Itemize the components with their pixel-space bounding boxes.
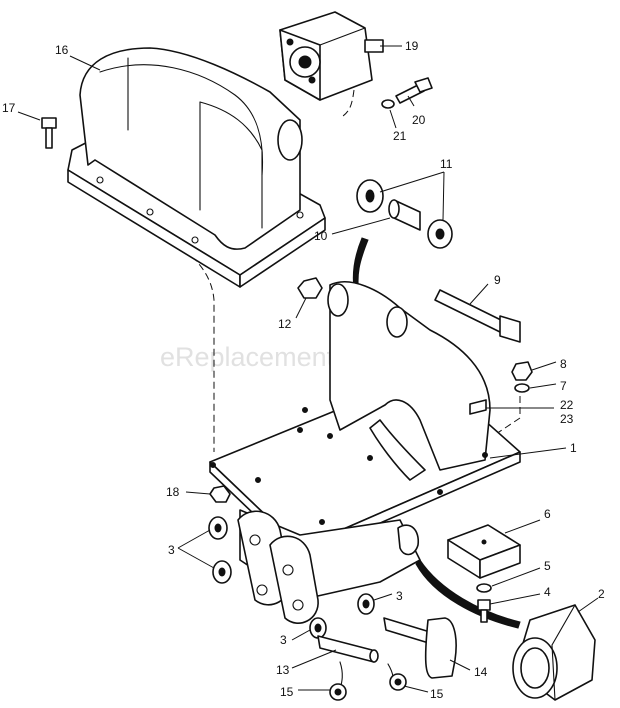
base-plate [209,281,521,624]
callout-12: 12 [278,317,292,331]
washer-5 [476,583,492,593]
callout-7: 7 [560,379,567,393]
motor-bolt [395,77,433,104]
callout-10: 10 [314,229,328,243]
callout-19: 19 [405,39,419,53]
callout-15-right: 15 [430,687,444,701]
rubber-mount [447,524,521,579]
bolt-4 [477,599,491,623]
bushing-right [357,593,375,615]
callout-17: 17 [2,101,16,115]
clip-15-right [387,663,407,691]
callout-11: 11 [440,157,453,171]
callout-21: 21 [393,129,407,143]
nut-12 [297,277,323,299]
callout-18: 18 [166,485,180,499]
clip-15-left [329,661,347,701]
callout-6: 6 [544,507,551,521]
pin-13 [317,635,379,663]
callout-3-left: 3 [168,543,175,557]
callout-5: 5 [544,559,551,573]
isolator-mount [512,604,596,701]
hydraulic-motor [279,11,384,101]
bushing-upper-left [208,516,228,540]
callout-1: 1 [570,441,577,455]
bushing-bottom [309,617,327,639]
gear-housing [67,47,326,288]
callout-2: 2 [598,587,605,601]
callout-4: 4 [544,585,551,599]
assembly-path-line-hydraulic [339,89,355,119]
callout-20: 20 [412,113,426,127]
bolt-17 [41,117,57,149]
motor-washer [381,99,395,109]
assembly-arrow-lower [415,559,521,629]
callout-3-right: 3 [396,589,403,603]
callout-16: 16 [55,43,69,57]
bushing-sleeve [356,179,453,249]
bushing-lower-left [212,560,232,584]
pin-14 [383,617,457,679]
callout-14: 14 [474,665,488,679]
callout-9: 9 [494,273,501,287]
leader-lines [17,45,599,693]
callout-3-bottom: 3 [280,633,287,647]
callout-8: 8 [560,357,567,371]
washer-7 [514,383,530,393]
callout-22: 22 [560,398,574,412]
nut-8 [511,361,533,381]
small-plate [469,399,487,415]
long-bolt [434,289,521,343]
callout-13: 13 [276,663,290,677]
callout-23: 23 [560,412,574,426]
callout-15-left: 15 [280,685,294,699]
